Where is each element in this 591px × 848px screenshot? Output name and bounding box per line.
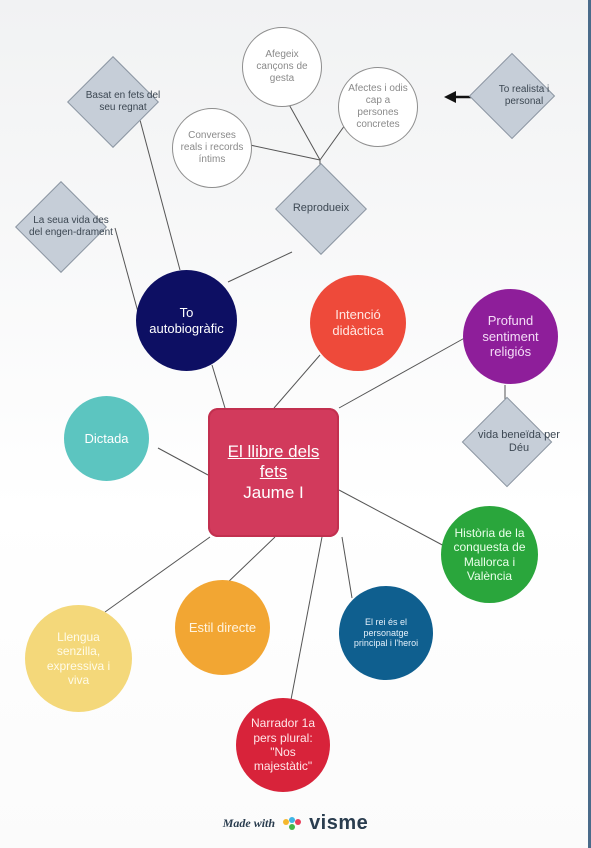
node-llengua: Llengua senzilla, expressiva i viva (25, 605, 132, 712)
bubble-afectes: Afectes i odis cap a persones concretes (338, 67, 418, 147)
node-estil-directe: Estil directe (175, 580, 270, 675)
diamond-vida-beneida: vida beneïda per Déu (461, 396, 560, 488)
line-to-seua (114, 227, 139, 313)
node-dictada: Dictada (64, 396, 149, 481)
line-center-llengua (104, 536, 211, 613)
node-narrador: Narrador 1a pers plural: "Nos majestàtic… (236, 698, 330, 792)
center-topic: El llibre dels fets Jaume I (208, 408, 339, 537)
line-rep-converses (249, 144, 321, 161)
line-center-profund (338, 334, 471, 409)
center-title-line1: El llibre dels (227, 441, 320, 461)
visme-brand-text: visme (309, 812, 369, 834)
visme-logo-icon (283, 816, 302, 830)
line-to-basat (139, 119, 181, 271)
center-title-line3: Jaume I (243, 482, 304, 502)
line-center-rei (341, 536, 353, 599)
node-profund-sentiment: Profund sentiment religiós (463, 289, 558, 384)
line-to-reprodueix (227, 251, 293, 283)
right-border (588, 0, 591, 848)
visme-footer[interactable]: Made with visme (0, 812, 591, 835)
diamond-reprodueix: Reprodueix (275, 163, 367, 255)
made-with-text: Made with (222, 816, 276, 830)
line-center-estil (224, 536, 276, 586)
line-rep-afectes (319, 124, 346, 161)
node-to-autobiografic: To autobiogràfic (136, 270, 237, 371)
node-rei-heroi: El rei és el personatge principal i l'he… (339, 586, 433, 680)
node-historia-conquesta: Història de la conquesta de Mallorca i V… (441, 506, 538, 603)
center-title-line2: fets (259, 462, 288, 482)
line-center-narrador (289, 536, 323, 706)
diamond-basat: Basat en fets del seu regnat (67, 56, 160, 148)
line-center-dictada (157, 447, 209, 476)
diamond-seua-vida: La seua vida des del engen-drament (15, 181, 113, 273)
line-center-to (211, 364, 226, 409)
diamond-realista: To realista i personal (468, 52, 556, 140)
bubble-converses: Converses reals i records íntims (172, 108, 252, 188)
line-center-historia (338, 489, 449, 549)
line-center-intencio (273, 354, 321, 409)
node-intencio-didactica: Intenció didàctica (310, 275, 406, 371)
bubble-afegeix: Afegeix cançons de gesta (242, 27, 322, 107)
